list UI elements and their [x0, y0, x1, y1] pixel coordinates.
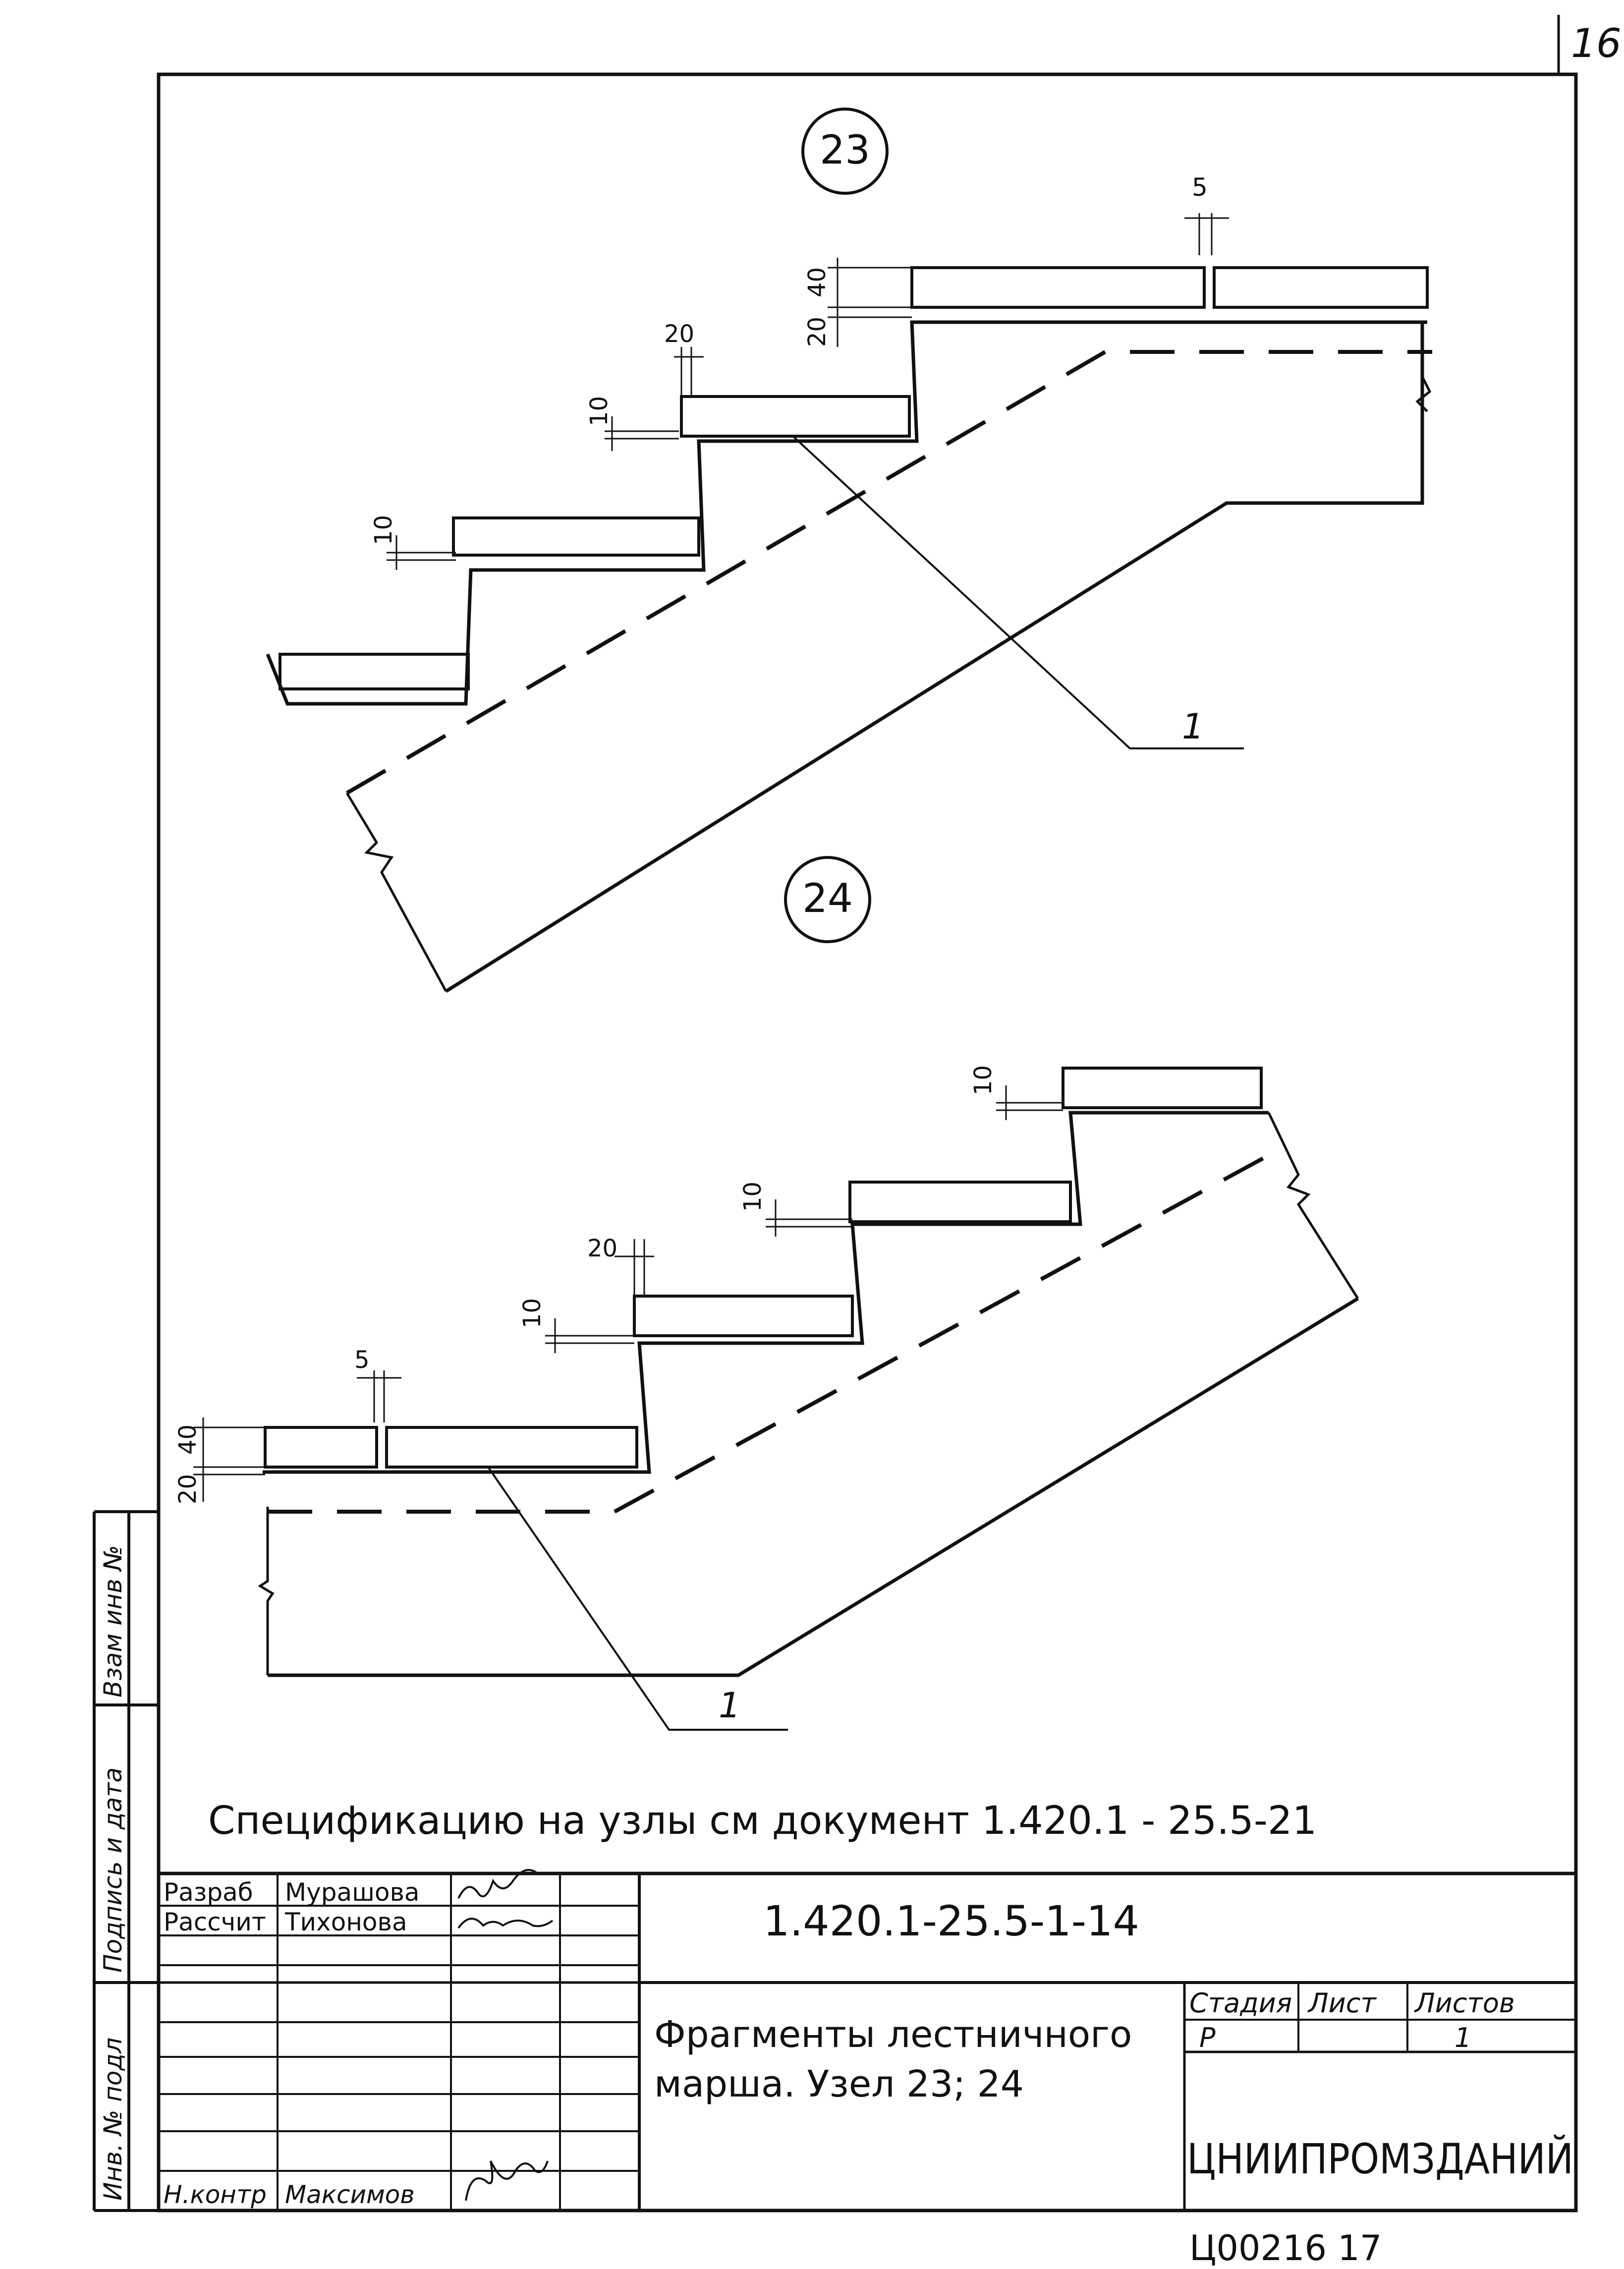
name-developer: Мурашова: [285, 1878, 420, 1907]
side-stamp: Взам инв № Подпись и дата Инв. № подл: [93, 1510, 159, 2212]
detail-node-23: 23 1 5 40 20: [266, 108, 1432, 993]
node-23-dim-bed-a: 10: [585, 396, 613, 426]
node-24-leader: [487, 1466, 788, 1731]
name-norm-control: Максимов: [285, 2180, 415, 2209]
node-24-dim-bed-a: 10: [969, 1065, 997, 1095]
node-24-step-profile: [263, 1111, 1269, 1474]
node-24-dim-bed-b: 10: [739, 1182, 767, 1212]
node-23-step-profile: [266, 320, 1427, 706]
node-24-dim-bed: 20: [174, 1474, 202, 1504]
sheets-header: Листов: [1414, 1987, 1515, 2019]
signature-developer: [457, 1869, 539, 1899]
node-24-dim-bed-c: 10: [518, 1298, 546, 1328]
bottom-stamp: Ц00216 17: [1189, 2228, 1382, 2269]
sheets-value: 1: [1455, 2022, 1471, 2053]
node-23-dim-slab: 40: [803, 267, 831, 297]
node-23-tread-4: [910, 266, 1206, 309]
node-23-break-left: [345, 792, 448, 992]
node-24-tread-1: [264, 1426, 378, 1469]
node-24-leader-number: 1: [719, 1685, 741, 1726]
node-24-dim-gap: 5: [354, 1346, 370, 1374]
node-23-leader-number: 1: [1182, 706, 1204, 747]
node-24-dim-slab: 40: [174, 1424, 202, 1455]
node-24-tread-4: [848, 1181, 1072, 1223]
node-23-tread-1: [279, 653, 470, 690]
node-24-tread-3: [633, 1295, 854, 1337]
sheet-border: [157, 72, 1578, 2212]
node-23-dim-bed-b: 10: [370, 515, 397, 545]
title-block: Разраб Мурашова Рассчит Тихонова Н.контр…: [159, 1869, 1576, 2211]
node-24-break-right: [1267, 1112, 1359, 1300]
node-24-marker: [784, 856, 871, 943]
node-24-break-left: [258, 1507, 275, 1675]
node-23-label: 23: [820, 127, 870, 173]
node-24-tread-5: [1062, 1067, 1263, 1109]
role-developer: Разраб: [164, 1878, 253, 1907]
node-23-dim-gap: 5: [1192, 173, 1208, 202]
name-calculated: Тихонова: [284, 1908, 407, 1936]
node-23-dim-nosing: 20: [664, 320, 694, 348]
signature-calculated: [457, 1918, 554, 1929]
stamp-inv-no: Инв. № подл: [99, 2038, 127, 2201]
node-23-dashed-line: [345, 350, 1432, 795]
detail-node-24: 24 1 10 10 20: [174, 856, 1359, 1731]
node-24-slab-bottom: [268, 1297, 1359, 1677]
node-24-tread-2: [385, 1426, 638, 1469]
signature-norm-control: [465, 2160, 549, 2201]
title-line-2: марша. Узел 23; 24: [654, 2063, 1024, 2105]
node-23-break-right: [1415, 376, 1432, 412]
node-23-tread-5: [1213, 266, 1429, 309]
stage-header: Стадия: [1189, 1987, 1292, 2019]
sheet-number-top: 16: [1571, 20, 1622, 66]
role-norm-control: Н.контр: [164, 2180, 267, 2209]
role-calculated: Рассчит: [164, 1908, 266, 1936]
stamp-replaces-inv: Взам инв №: [99, 1545, 127, 1698]
node-24-dashed-line: [268, 1148, 1280, 1514]
node-23-dimensions: 5 40 20 20 10 10: [370, 173, 1229, 570]
sheet-header: Лист: [1307, 1987, 1377, 2019]
stamp-signature-date: Подпись и дата: [99, 1767, 127, 1973]
specification-note: Спецификацию на узлы см документ 1.420.1…: [208, 1799, 1317, 1843]
node-24-dim-nosing: 20: [587, 1235, 617, 1262]
title-line-1: Фрагменты лестничного: [654, 2013, 1132, 2056]
node-24-label: 24: [802, 875, 853, 921]
node-23-tread-2: [452, 516, 700, 557]
node-23-leader: [792, 435, 1244, 749]
document-code: 1.420.1-25.5-1-14: [763, 1897, 1139, 1945]
node-23-slab-bottom: [445, 322, 1424, 993]
node-24-dimensions: 10 10 20 10 5 40 20: [174, 1065, 1063, 1504]
node-23-marker: [801, 108, 889, 195]
node-23-tread-3: [680, 395, 911, 438]
node-23-dim-bed: 20: [803, 317, 831, 347]
organization-name: ЦНИИПРОМЗДАНИЙ: [1187, 2135, 1573, 2183]
stage-value: Р: [1199, 2022, 1216, 2053]
